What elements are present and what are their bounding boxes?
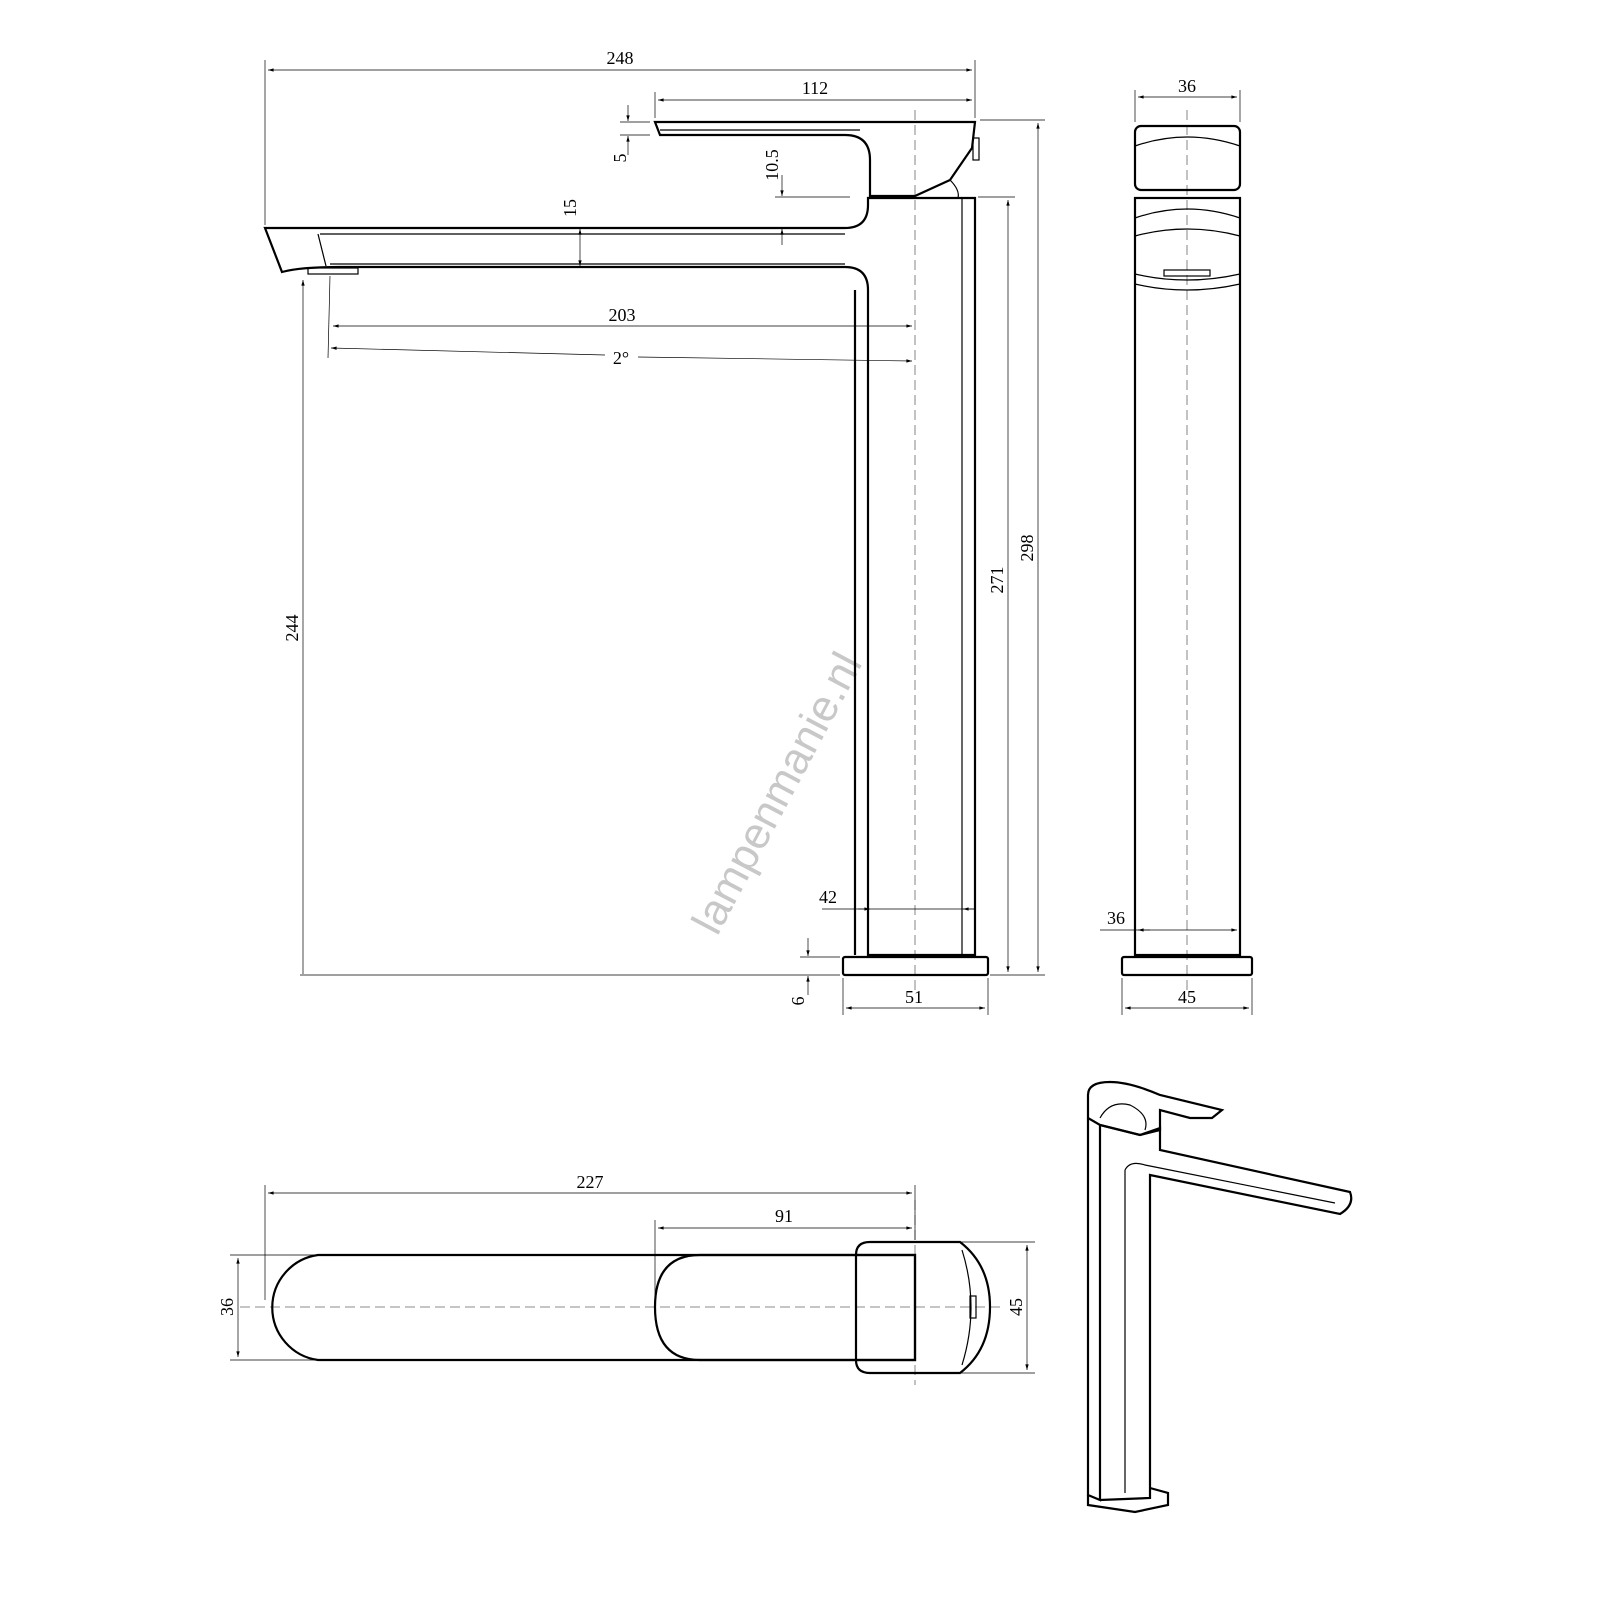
dim-top-overall-length: 227 — [577, 1172, 604, 1192]
dim-side-body-width: 36 — [1107, 908, 1125, 928]
dim-base-width: 51 — [905, 987, 923, 1007]
top-spout — [271, 1253, 917, 1362]
aerator — [307, 267, 359, 275]
top-handle — [653, 1253, 917, 1362]
dim-base-height: 6 — [788, 997, 808, 1006]
dim-top-handle-length: 91 — [775, 1206, 793, 1226]
dim-side-top-width: 36 — [1178, 76, 1196, 96]
dim-handle-thickness: 5 — [610, 154, 630, 163]
dim-side-base-width: 45 — [1178, 987, 1196, 1007]
dim-spout-angle: 2° — [613, 348, 629, 368]
dim-body-height: 271 — [987, 567, 1007, 594]
dim-spout-height: 244 — [282, 615, 302, 642]
side-view: 36 36 45 — [1100, 76, 1254, 1015]
side-base — [1120, 955, 1254, 977]
dim-spout-reach: 203 — [609, 305, 636, 325]
handle-button — [972, 137, 980, 161]
perspective-view — [1086, 1080, 1353, 1514]
side-body — [1133, 196, 1242, 957]
dim-total-height: 298 — [1017, 535, 1037, 562]
base — [841, 955, 990, 977]
dim-body-width: 42 — [819, 887, 837, 907]
watermark: lampenmanie.nl — [683, 645, 872, 942]
front-view: 248 112 5 10.5 15 203 2° 244 271 298 42 — [263, 48, 1045, 1015]
dim-top-spout-width: 36 — [217, 1298, 237, 1316]
dim-handle-length: 112 — [802, 78, 828, 98]
handle-outline — [653, 120, 977, 198]
dim-overall-width: 248 — [607, 48, 634, 68]
dim-handle-gap: 10.5 — [762, 149, 782, 181]
side-handle — [1133, 124, 1242, 192]
dim-spout-thickness: 15 — [560, 199, 580, 217]
top-view: 227 91 36 45 — [217, 1172, 1035, 1385]
dim-top-base-width: 45 — [1006, 1298, 1026, 1316]
